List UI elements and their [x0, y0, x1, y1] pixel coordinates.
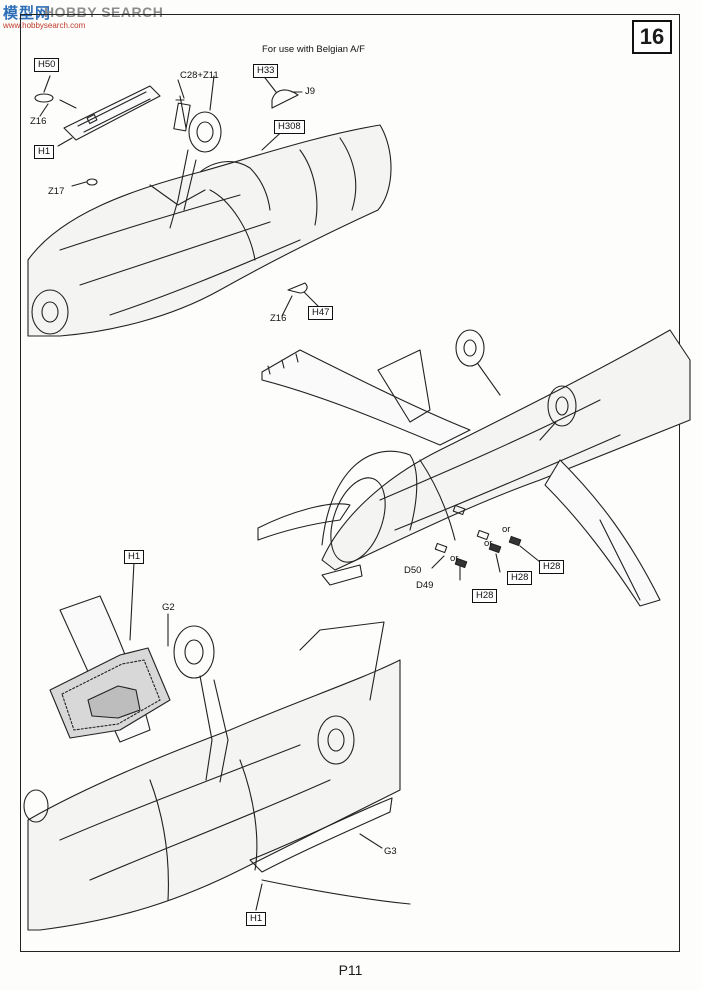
part-label-h33: H33: [253, 64, 279, 78]
step-number-box: 16: [632, 20, 672, 54]
part-label-j9: J9: [305, 86, 316, 97]
watermark-url-text: www.hobbysearch.com: [3, 21, 86, 30]
part-label-z17: Z17: [48, 186, 65, 197]
part-label-h28: H28: [472, 589, 498, 603]
watermark-logo: 模型网 HOBBY SEARCH www.hobbysearch.com: [0, 0, 170, 34]
page-number: P11: [338, 962, 363, 978]
part-label-h1: H1: [246, 912, 267, 926]
part-label-h1: H1: [34, 145, 55, 159]
watermark-en-text: HOBBY SEARCH: [44, 4, 164, 20]
watermark-cn-text: 模型网: [3, 5, 52, 22]
underside-drawing: [257, 329, 691, 607]
part-label-h28: H28: [507, 571, 533, 585]
or-label: or: [450, 553, 459, 564]
or-label: or: [484, 538, 493, 549]
part-label-h28: H28: [539, 560, 565, 574]
part-label-c28-z11: C28+Z11: [180, 70, 219, 81]
part-label-g2: G2: [162, 602, 175, 613]
nose-gear-drawing: [27, 73, 392, 337]
part-label-z16: Z16: [30, 116, 47, 127]
part-label-h308: H308: [274, 120, 305, 134]
part-label-z16-lower: Z16: [270, 313, 287, 324]
part-label-d49: D49: [416, 580, 434, 591]
part-label-h1: H1: [124, 550, 145, 564]
part-label-h47: H47: [308, 306, 334, 320]
part-label-g3: G3: [384, 846, 397, 857]
part-label-h50: H50: [34, 58, 60, 72]
main-gear-drawing: [23, 561, 411, 931]
or-label: or: [502, 524, 511, 535]
belgian-af-note: For use with Belgian A/F: [262, 44, 365, 55]
page-frame: [20, 14, 680, 952]
part-label-d50: D50: [404, 565, 422, 576]
